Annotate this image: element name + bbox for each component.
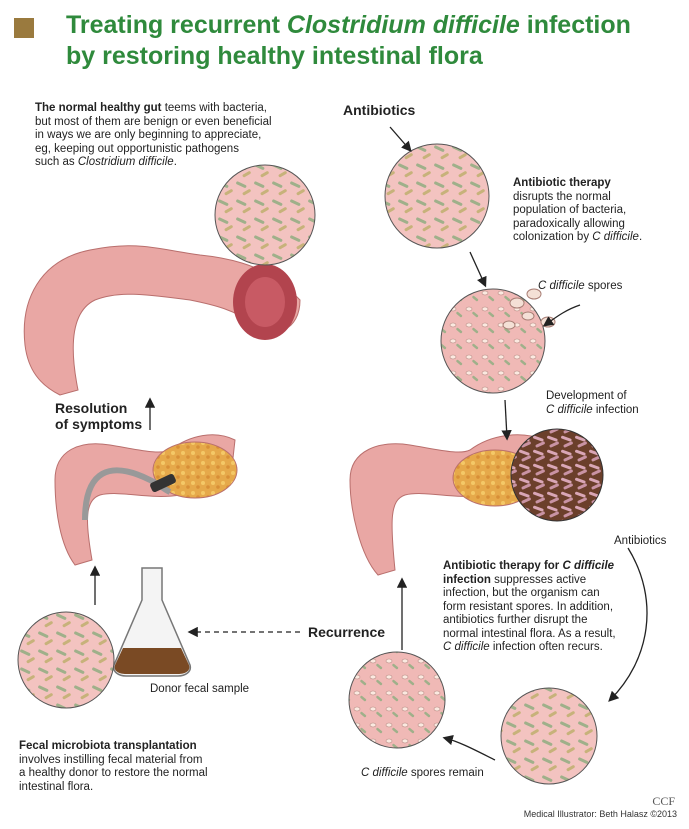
spores-remain-rest: spores remain — [407, 767, 484, 779]
spores-remain-italic: C difficile — [361, 767, 408, 779]
cdi-therapy-bold2: infection — [443, 573, 491, 586]
development-line1: Development of — [546, 390, 627, 402]
recurrence-label: Recurrence — [308, 624, 386, 640]
resolution-label: Resolution of symptoms — [55, 400, 142, 432]
antibiotic-therapy-line4b: . — [638, 231, 643, 243]
spores-label: C difficile spores — [538, 280, 622, 294]
fmt-text: Fecal microbiota transplantation involve… — [19, 740, 279, 794]
healthy-colon-illustration — [23, 245, 301, 396]
donor-flask — [112, 567, 192, 677]
healthy-gut-line5a: such as — [35, 156, 78, 168]
illustrator-credit: Medical Illustrator: Beth Halasz ©2013 — [523, 809, 677, 819]
ccf-logo-text: CCF — [652, 794, 675, 808]
cdi-therapy-line5: normal intestinal flora. As a result, — [443, 627, 616, 640]
flow-arrows — [89, 126, 648, 761]
spores-label-rest: spores — [584, 280, 623, 292]
cdi-therapy-bold-italic: C difficile — [562, 560, 615, 572]
fmt-flora-circle — [17, 611, 115, 709]
fmt-line2: a healthy donor to restore the normal — [19, 767, 208, 779]
cdi-therapy-line6b: infection often recurs. — [489, 641, 603, 653]
antibiotic-therapy-line4-italic: C difficile — [592, 231, 639, 243]
healthy-gut-text: The normal healthy gut teems with bacter… — [35, 102, 295, 170]
spore-colonization-circle — [440, 288, 546, 394]
healthy-gut-line3: in ways we are only beginning to appreci… — [35, 129, 262, 141]
figure-title: Treating recurrent Clostridium difficile… — [66, 10, 631, 72]
healthy-gut-line2: but most of them are benign or even bene… — [35, 115, 272, 128]
fmt-line3: intestinal flora. — [19, 780, 94, 793]
cdi-therapy-line1: suppresses active — [490, 573, 587, 586]
title-line1-italic: Clostridium difficile — [286, 11, 520, 39]
antibiotic-therapy-text: Antibiotic therapy disrupts the normal p… — [513, 177, 683, 245]
infection-circle — [510, 428, 604, 522]
cdi-therapy-text: Antibiotic therapy for C difficile infec… — [443, 560, 643, 655]
title-line1-a: Treating recurrent — [66, 11, 287, 39]
antibiotic-therapy-line4a: colonization by — [513, 231, 593, 243]
cdi-therapy-line2: infection, but the organism can — [443, 587, 600, 599]
donor-sample-label: Donor fecal sample — [150, 683, 250, 695]
antibiotics-right-label: Antibiotics — [614, 535, 667, 547]
antibiotic-therapy-bold: Antibiotic therapy — [513, 177, 611, 189]
cdi-therapy-line3: form resistant spores. In addition, — [443, 600, 614, 613]
cdi-therapy-bold1: Antibiotic therapy for — [443, 560, 563, 572]
antibiotics-top-label: Antibiotics — [343, 102, 416, 118]
title-square-marker — [14, 18, 34, 38]
title-line1-b: infection — [519, 11, 631, 39]
cdi-therapy-line6-italic: C difficile — [443, 641, 490, 653]
post-antibiotic-flora-circle — [500, 687, 598, 785]
cdi-therapy-line4: antibiotics further disrupt the — [443, 614, 588, 626]
spores-remain-label: C difficile spores remain — [361, 767, 484, 781]
fmt-colon-illustration — [54, 434, 238, 566]
healthy-flora-circle — [214, 164, 316, 266]
healthy-gut-line5b: . — [173, 156, 177, 168]
resolution-line2: of symptoms — [55, 416, 143, 432]
healthy-gut-line1: teems with bacteria, — [161, 102, 267, 114]
fmt-bold: Fecal microbiota transplantation — [19, 740, 197, 752]
healthy-gut-bold: The normal healthy gut — [35, 102, 162, 114]
disrupted-flora-circle — [384, 143, 490, 249]
antibiotic-therapy-line1: disrupts the normal — [513, 190, 611, 203]
spores-remain-circle — [348, 651, 446, 749]
healthy-gut-line5-italic: Clostridium difficile — [77, 156, 174, 168]
fmt-line1: involves instilling fecal material from — [19, 753, 203, 766]
antibiotic-therapy-line2: population of bacteria, — [513, 204, 627, 216]
antibiotic-therapy-line3: paradoxically allowing — [513, 217, 625, 230]
development-italic: C difficile — [546, 403, 593, 416]
development-label: Development of C difficile infection — [546, 390, 639, 417]
title-line2: by restoring healthy intestinal flora — [66, 42, 483, 70]
resolution-line1: Resolution — [55, 400, 128, 416]
spores-label-italic: C difficile — [538, 280, 585, 292]
healthy-gut-line4: eg, keeping out opportunistic pathogens — [35, 142, 239, 155]
development-rest: infection — [592, 403, 639, 416]
